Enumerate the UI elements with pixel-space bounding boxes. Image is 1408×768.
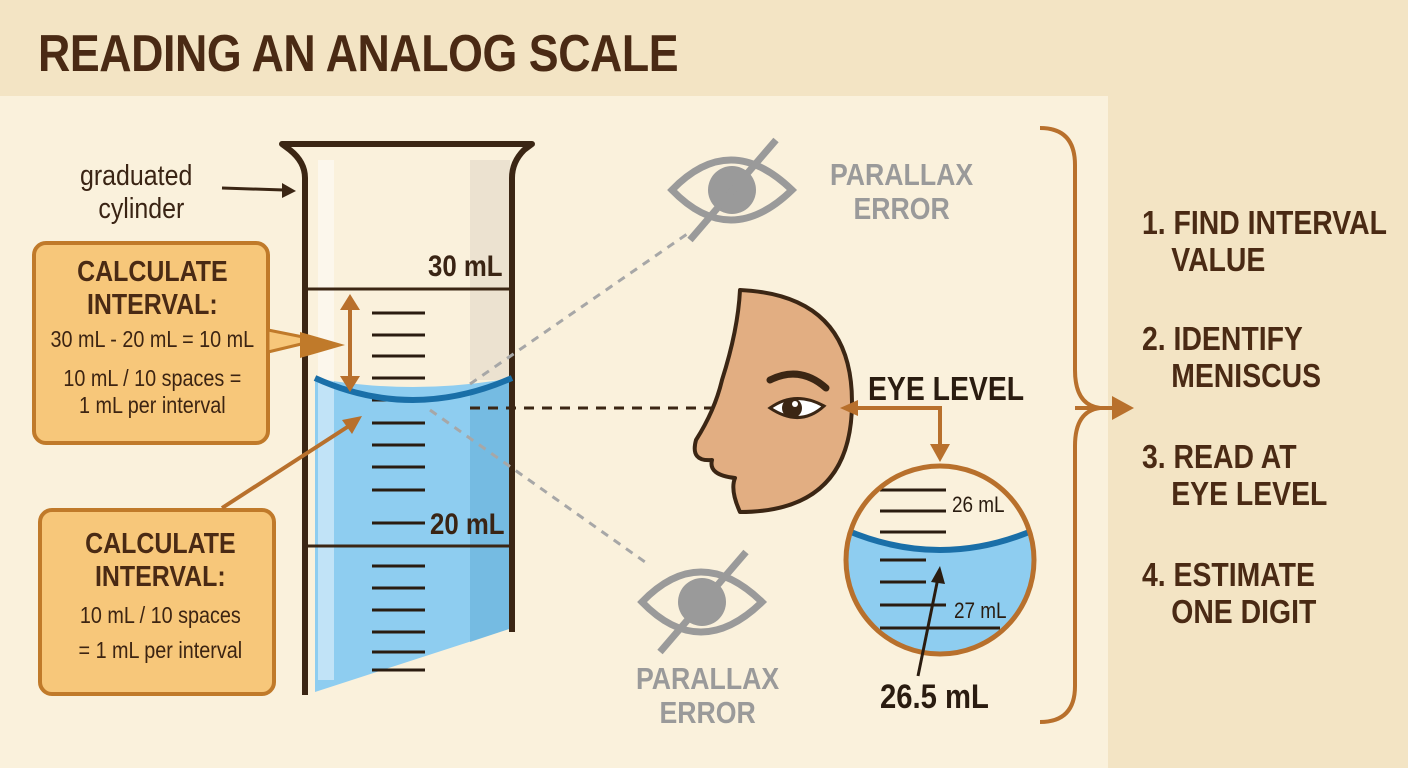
box2-line2: = 1 mL per interval [78,637,243,663]
magnifier-circle-icon [843,463,1037,677]
parallax-top-line2: ERROR [853,191,950,226]
box1-title-line1: CALCULATE [77,256,228,288]
step-4: 4. ESTIMATE ONE DIGIT [1142,556,1316,630]
eye-crossed-icon [667,137,798,243]
face-profile-icon [692,288,854,514]
step-4-line2: ONE DIGIT [1171,593,1317,630]
parallax-bottom-line1: PARALLAX [636,661,780,696]
parallax-bottom-line2: ERROR [659,695,756,730]
water-fill [315,378,512,692]
step-1-line2: VALUE [1171,241,1266,278]
eye-level-arrow [840,400,950,462]
sight-lines [429,230,722,564]
glass-highlight [318,160,334,680]
cylinder-outline [279,141,535,695]
parallax-top-line1: PARALLAX [830,157,974,192]
mark-20-label: 20 mL [430,508,505,541]
interval-double-arrow [340,294,360,392]
page-title: READING AN ANALOG SCALE [38,25,679,83]
reading-value: 26.5 mL [880,678,989,716]
box1-pointer-arrow [266,328,345,358]
step-2: 2. IDENTIFY MENISCUS [1142,320,1321,394]
box1-line1: 30 mL - 20 mL = 10 mL [50,326,255,352]
step-4-line1: 4. ESTIMATE [1142,556,1315,593]
parallax-error-top: PARALLAX ERROR [830,158,973,226]
step-3-line1: 3. READ AT [1142,438,1297,475]
box1-line2: 10 mL / 10 spaces = [63,365,242,391]
glass-shade [470,160,510,380]
eye-crossed-icon [637,549,768,655]
calc-box-1-text: CALCULATE INTERVAL: 30 mL - 20 mL = 10 m… [50,256,255,419]
box1-line3: 1 mL per interval [79,392,226,418]
step-3-line2: EYE LEVEL [1171,475,1328,512]
calc-box-2-text: CALCULATE INTERVAL: 10 mL / 10 spaces = … [58,528,263,664]
cylinder-label-line2: cylinder [98,193,185,225]
box2-pointer-arrow [220,416,362,510]
step-2-line1: 2. IDENTIFY [1142,320,1303,357]
graduated-cylinder [279,141,535,695]
eye-level-label: EYE LEVEL [868,370,1025,407]
step-3: 3. READ AT EYE LEVEL [1142,438,1327,512]
steps-arrow [1075,396,1134,420]
mark-30-label: 30 mL [428,250,503,283]
zoom-upper-label: 26 mL [952,492,1005,517]
cylinder-label-arrow [221,183,296,198]
box2-title-line1: CALCULATE [85,528,236,560]
box2-line1: 10 mL / 10 spaces [79,602,241,628]
step-1: 1. FIND INTERVAL VALUE [1142,204,1387,278]
box2-title-line2: INTERVAL: [94,561,226,593]
zoom-lower-label: 27 mL [954,598,1007,623]
cylinder-label-line1: graduated [80,160,193,192]
meniscus-curve [313,375,514,403]
cylinder-label: graduated cylinder [80,160,192,226]
parallax-error-bottom: PARALLAX ERROR [636,662,779,730]
calc-box-2 [38,508,276,696]
step-1-line1: 1. FIND INTERVAL [1142,204,1387,241]
box1-title-line2: INTERVAL: [86,289,218,321]
step-2-line2: MENISCUS [1171,357,1322,394]
